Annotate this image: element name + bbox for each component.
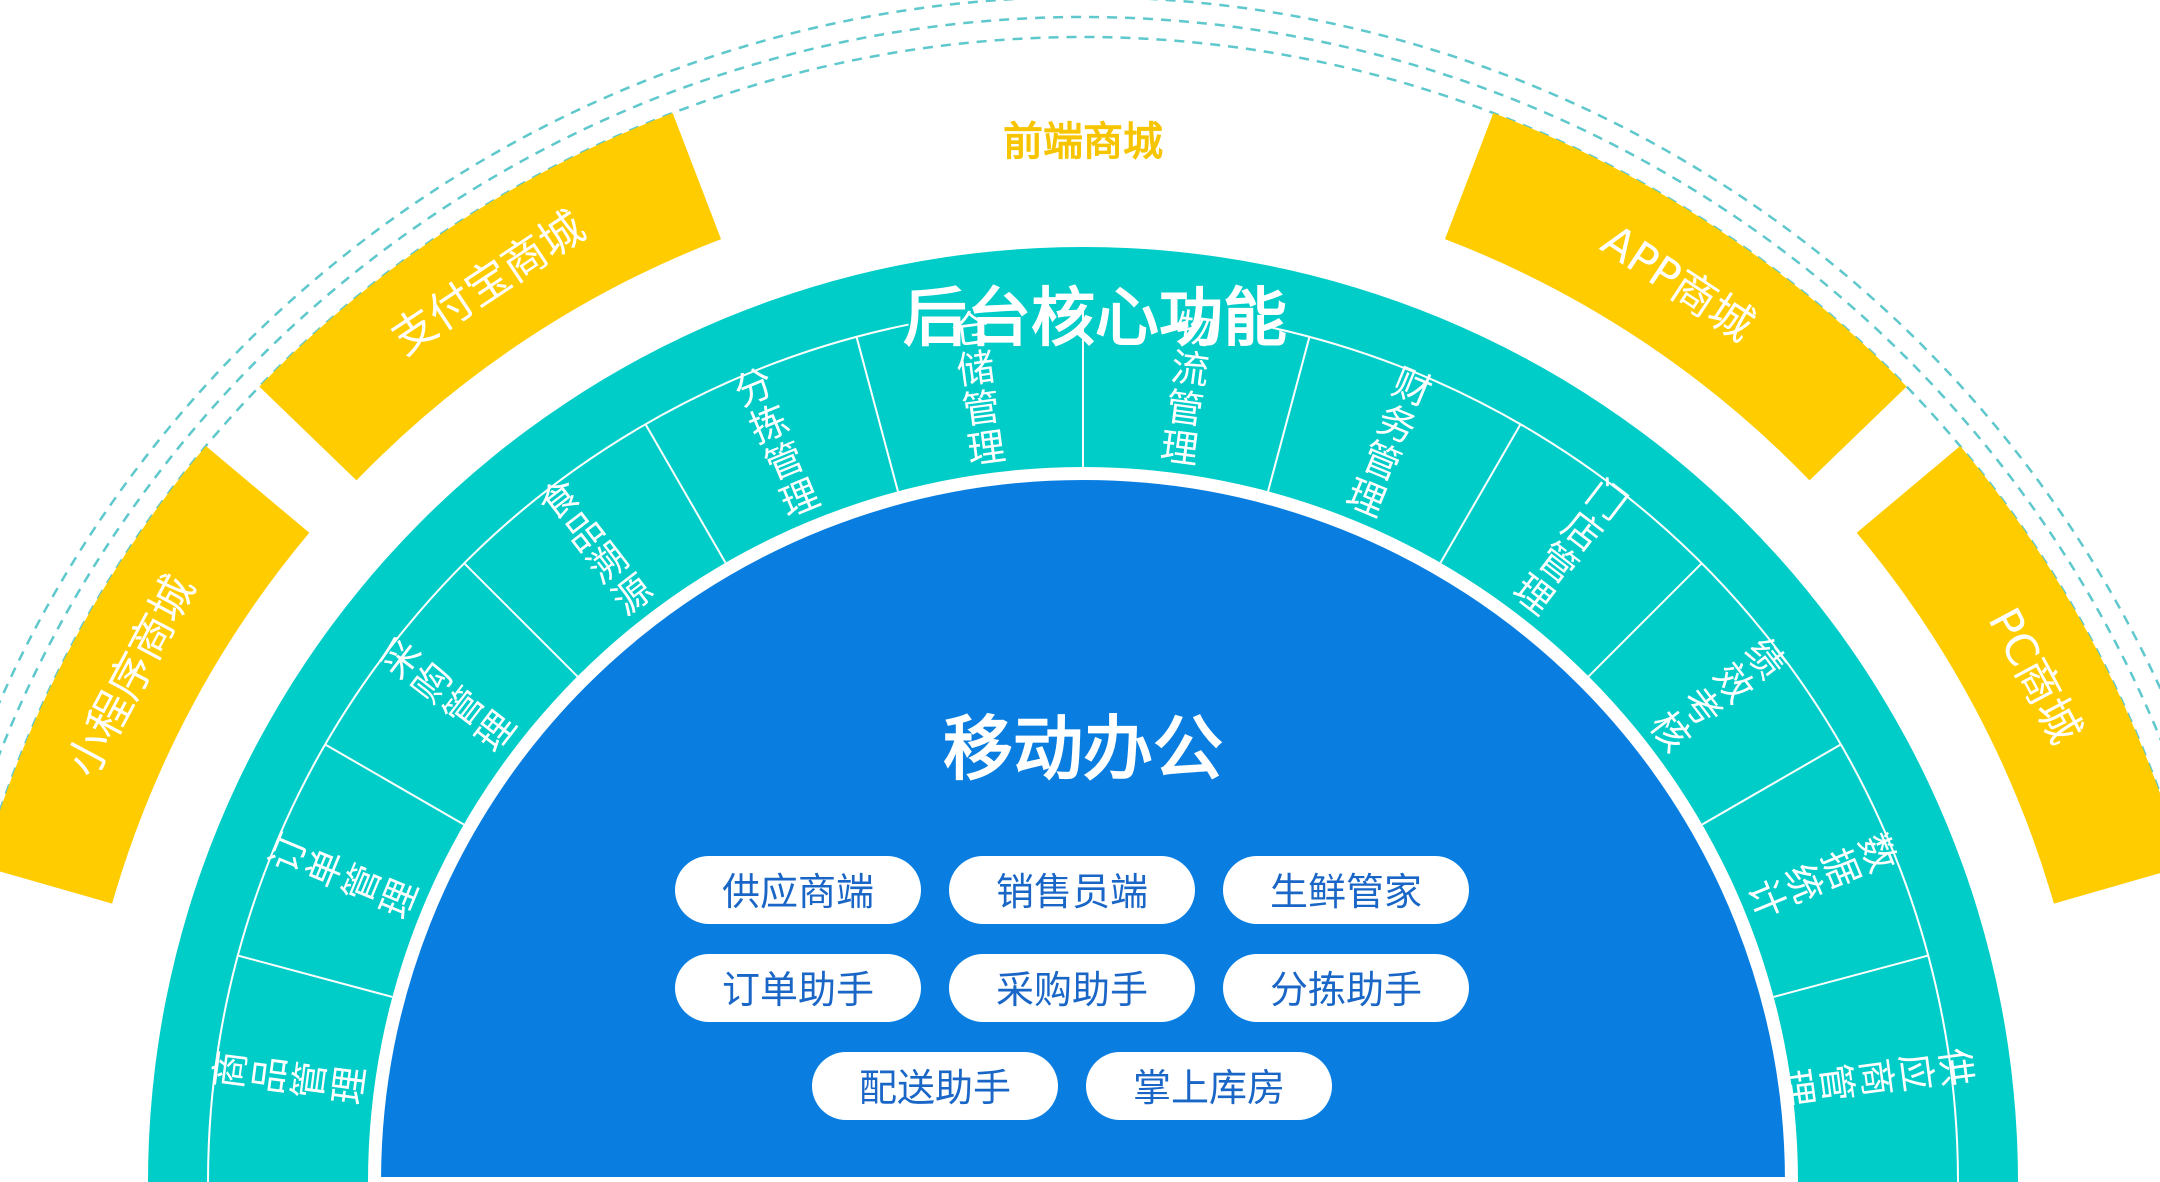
core-divider xyxy=(855,336,899,492)
front-mall-segment xyxy=(1444,113,1907,481)
svg-text:物: 物 xyxy=(1174,305,1217,354)
svg-text:生鲜管家: 生鲜管家 xyxy=(1270,870,1422,914)
mobile-office-item: 掌上库房 xyxy=(1086,1052,1332,1120)
svg-text:品: 品 xyxy=(246,1053,295,1096)
dashed-arc xyxy=(0,15,2160,757)
core-divider xyxy=(644,423,727,564)
core-inner-arc xyxy=(207,323,909,1182)
front-mall-segment xyxy=(0,446,310,904)
mobile-office-item: 订单助手 xyxy=(675,954,921,1022)
svg-text:销售员端: 销售员端 xyxy=(996,870,1148,914)
svg-text:供应商端: 供应商端 xyxy=(722,870,874,914)
mobile-office-item: 销售员端 xyxy=(949,856,1195,924)
core-divider xyxy=(1439,423,1522,564)
front-mall-title: 前端商城 xyxy=(1003,119,1163,165)
svg-text:理: 理 xyxy=(965,424,1008,473)
svg-text:配送助手: 配送助手 xyxy=(859,1066,1011,1110)
svg-text:理: 理 xyxy=(1158,424,1201,473)
core-function-title: 后台核心功能 xyxy=(903,282,1287,356)
svg-text:管: 管 xyxy=(1812,1061,1861,1104)
svg-text:订单助手: 订单助手 xyxy=(722,968,874,1012)
core-divider xyxy=(1701,743,1842,826)
svg-text:应: 应 xyxy=(1892,1051,1941,1094)
svg-text:分拣助手: 分拣助手 xyxy=(1270,968,1422,1012)
mobile-office-item: 供应商端 xyxy=(675,856,921,924)
front-mall-segment xyxy=(1856,446,2160,904)
core-divider xyxy=(1267,336,1311,492)
mobile-office-title: 移动办公 xyxy=(943,708,1223,790)
front-mall-segment xyxy=(259,113,722,481)
svg-text:仓: 仓 xyxy=(949,305,992,354)
svg-text:理: 理 xyxy=(325,1064,374,1107)
svg-text:掌上库房: 掌上库房 xyxy=(1133,1066,1285,1110)
core-inner-arc xyxy=(1272,326,1959,1182)
svg-text:采购助手: 采购助手 xyxy=(996,968,1148,1012)
mobile-office-item: 生鲜管家 xyxy=(1223,856,1469,924)
svg-text:管: 管 xyxy=(285,1058,334,1101)
mobile-office-item: 采购助手 xyxy=(949,954,1195,1022)
svg-text:商: 商 xyxy=(1852,1056,1901,1099)
core-divider xyxy=(1587,562,1703,678)
core-divider xyxy=(237,954,393,998)
mobile-office-item: 分拣助手 xyxy=(1223,954,1469,1022)
svg-text:流: 流 xyxy=(1168,345,1211,394)
core-divider xyxy=(1773,954,1929,998)
svg-text:储: 储 xyxy=(954,345,997,394)
core-divider xyxy=(324,743,465,826)
svg-text:管: 管 xyxy=(959,384,1002,433)
svg-text:供: 供 xyxy=(1931,1045,1980,1088)
core-ring-dividers xyxy=(207,307,1959,1182)
core-divider xyxy=(463,562,579,678)
core-function-ring xyxy=(148,247,2018,1182)
svg-text:管: 管 xyxy=(1163,384,1206,433)
mobile-office-item: 配送助手 xyxy=(812,1052,1058,1120)
svg-text:商: 商 xyxy=(206,1048,255,1091)
